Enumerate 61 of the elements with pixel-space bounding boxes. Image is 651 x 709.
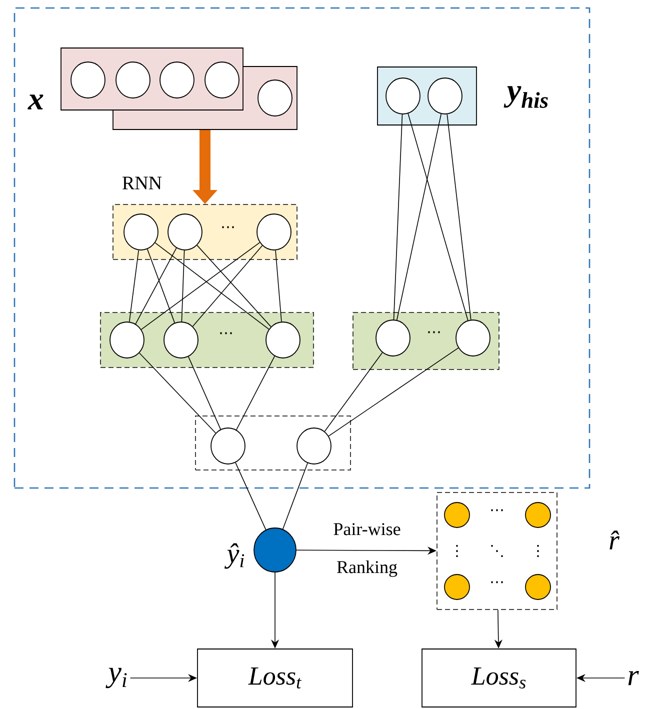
connection-line <box>408 113 468 321</box>
neuron-circle <box>258 80 292 116</box>
neuron-circle <box>456 320 490 356</box>
neuron-circle <box>110 322 144 358</box>
neuron-circle <box>256 214 292 250</box>
layer-box <box>195 416 351 470</box>
connection-line <box>275 250 282 322</box>
connection-line <box>328 348 459 436</box>
connection-line <box>146 248 176 324</box>
variable-label: ŷ$_{i}$ <box>224 543 244 569</box>
neuron-circle <box>525 574 551 600</box>
connection-line <box>140 242 260 330</box>
connection-line <box>393 114 403 320</box>
neuron-circle <box>444 502 470 528</box>
neuron-circle <box>386 78 420 114</box>
dashed-frame <box>14 7 590 489</box>
neuron-circle <box>525 502 551 528</box>
edge-label: Pair-wise Ranking <box>334 523 400 577</box>
loss-box: Loss$_{t}$ <box>197 648 353 708</box>
variable-label: y$_{his}$ <box>504 86 548 108</box>
neuron-circle <box>266 322 300 358</box>
neuron-circle <box>168 214 202 250</box>
neuron-circle <box>204 62 240 98</box>
ellipsis-dots: ⋯ <box>428 331 440 334</box>
neuron-circle <box>116 62 150 98</box>
connection-line <box>282 462 308 530</box>
connection-line <box>135 248 177 324</box>
ellipsis-dots: ⋮ <box>537 544 539 558</box>
neuron-circle <box>444 574 470 600</box>
connection-line <box>128 250 140 322</box>
connection-line <box>446 114 472 320</box>
connection-line <box>181 250 185 322</box>
variable-label: x <box>28 94 44 110</box>
ellipsis-dots: ⋯ <box>491 509 503 512</box>
neuron-circle <box>376 320 410 356</box>
neuron-circle <box>210 428 246 464</box>
neuron-circle <box>70 62 106 98</box>
ellipsis-dots: ⋯ <box>222 226 234 228</box>
neuron-circle <box>164 322 198 358</box>
variable-label: y$_{i}$ <box>106 668 127 688</box>
neuron-circle <box>296 428 332 464</box>
layer-box <box>436 492 558 610</box>
neuron-circle <box>160 62 194 98</box>
loss-box: Loss$_{s}$ <box>422 648 576 708</box>
connection-line <box>138 352 216 434</box>
connection-line <box>324 352 383 432</box>
connection-line <box>196 244 272 328</box>
neuron-circle <box>124 214 158 250</box>
connection-line <box>154 242 270 330</box>
variable-label: r <box>628 670 639 686</box>
connection-line <box>235 462 266 530</box>
edge-label: RNN <box>122 176 162 190</box>
ellipsis-dots: ⋯ <box>491 581 503 584</box>
ellipsis-dots: ⋯ <box>220 332 232 334</box>
ellipsis-dots: ⋮ <box>456 544 458 558</box>
variable-label: r̂ <box>610 530 620 550</box>
output-neuron <box>254 528 296 572</box>
ellipsis-dots: ⋱ <box>491 544 503 558</box>
neuron-circle <box>428 78 462 114</box>
connection-line <box>396 114 442 320</box>
connection-line <box>192 245 263 327</box>
